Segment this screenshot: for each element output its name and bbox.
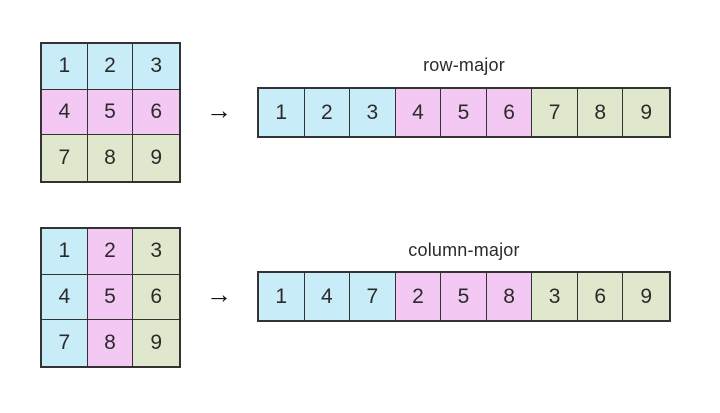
matrix-cell: 6: [133, 274, 179, 321]
matrix-cell: 2: [87, 229, 134, 275]
array-cell: 1: [259, 273, 305, 320]
matrix-cell: 8: [87, 320, 134, 366]
matrix-cell: 8: [87, 135, 134, 181]
array-cell: 7: [532, 89, 578, 136]
array-cell: 8: [577, 89, 624, 136]
array-cell: 3: [532, 273, 578, 320]
array-cell: 6: [486, 89, 533, 136]
array-cell: 5: [441, 89, 487, 136]
row-major-label: row-major: [423, 55, 505, 75]
right-arrow-icon: →: [206, 95, 232, 125]
matrix-cell: 9: [133, 135, 179, 181]
array-cell: 9: [623, 273, 669, 320]
matrix-cell: 3: [133, 44, 179, 90]
array-cell: 2: [395, 273, 442, 320]
array-cell: 8: [486, 273, 533, 320]
matrix-cell: 5: [87, 89, 134, 136]
array-cell: 4: [304, 273, 351, 320]
matrix-cell: 4: [42, 89, 88, 136]
matrix-cell: 3: [133, 229, 179, 275]
array-cell: 3: [350, 89, 396, 136]
array-cell: 2: [304, 89, 351, 136]
column-major-matrix-grid: 1 2 3 4 5 6 7 8 9: [40, 227, 181, 368]
matrix-cell: 1: [42, 44, 88, 90]
matrix-cell: 7: [42, 320, 88, 366]
array-cell: 5: [441, 273, 487, 320]
matrix-cell: 1: [42, 229, 88, 275]
array-cell: 7: [350, 273, 396, 320]
array-cell: 4: [395, 89, 442, 136]
matrix-cell: 5: [87, 274, 134, 321]
row-major-flattened-array: 1 2 3 4 5 6 7 8 9: [257, 87, 671, 138]
matrix-cell: 2: [87, 44, 134, 90]
matrix-cell: 6: [133, 89, 179, 136]
matrix-cell: 9: [133, 320, 179, 366]
array-cell: 9: [623, 89, 669, 136]
array-cell: 6: [577, 273, 624, 320]
column-major-label: column-major: [408, 240, 520, 260]
array-cell: 1: [259, 89, 305, 136]
matrix-cell: 4: [42, 274, 88, 321]
right-arrow-icon: →: [206, 279, 232, 309]
column-major-flattened-array: 1 4 7 2 5 8 3 6 9: [257, 271, 671, 322]
matrix-cell: 7: [42, 135, 88, 181]
row-major-matrix-grid: 1 2 3 4 5 6 7 8 9: [40, 42, 181, 183]
